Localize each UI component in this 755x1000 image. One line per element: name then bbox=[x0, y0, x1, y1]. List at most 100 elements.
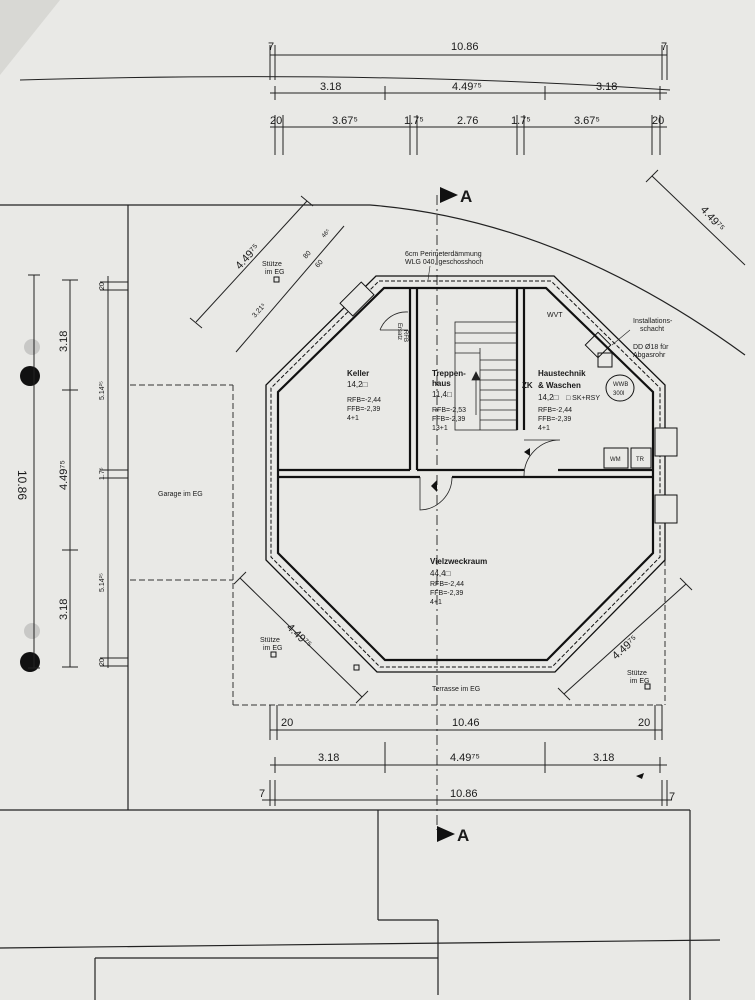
section-label-top: A bbox=[460, 187, 472, 206]
dim-top-seg-3: 3.18 bbox=[596, 81, 617, 93]
paper-fold bbox=[0, 0, 60, 75]
room-keller-area: 14,2□ bbox=[347, 380, 368, 389]
room-haustechnik-rfb: RFB=-2,44 bbox=[538, 407, 572, 414]
insulation-note-1: 6cm Perimeterdämmung bbox=[405, 251, 482, 258]
dim-bottom-left-end: 7 bbox=[259, 788, 265, 800]
dim-diag-top-right-value: 4.49⁷⁵ bbox=[698, 204, 727, 234]
column-top-label-2: im EG bbox=[265, 269, 284, 276]
room-treppenhaus-name-1: Treppen- bbox=[432, 369, 466, 378]
plot-outline bbox=[0, 205, 721, 1000]
dim-top-inner-3: 1.7⁵ bbox=[404, 115, 424, 127]
tank-label-2: 300l bbox=[613, 391, 624, 397]
room-treppenhaus-note: 13+1 bbox=[432, 425, 448, 432]
ersatz-label-2: RFB bbox=[402, 330, 408, 342]
dim-left-inner-2: 5.14²⁵ bbox=[99, 381, 106, 400]
dim-top-overall-value: 10.86 bbox=[451, 41, 479, 53]
column-br-label-1: Stütze bbox=[627, 670, 647, 677]
install-dd-label-1: DD Ø18 für bbox=[633, 344, 669, 351]
garage-outline bbox=[130, 384, 666, 706]
column-bottom-marker bbox=[353, 664, 360, 671]
room-vielzweck-note: 4+1 bbox=[430, 599, 442, 606]
dim-left-overall bbox=[28, 274, 40, 669]
column-top-marker bbox=[273, 276, 280, 283]
dim-diag-top-left bbox=[189, 195, 345, 353]
wm-label: WM bbox=[610, 457, 621, 463]
dim-diag-bottom-left-value: 4.49⁷⁵ bbox=[284, 622, 314, 651]
dim-diag-top-left-value: 4.49⁷⁵ bbox=[233, 242, 262, 272]
room-haustechnik-extra: □ SK+RSY bbox=[566, 395, 600, 402]
dim-left-inner-5: 20 bbox=[99, 658, 106, 666]
dim-left-seg-2: 4.49⁷⁵ bbox=[58, 460, 70, 490]
room-vielzweck: Vielzweckraum 44,4□ RFB=-2,44 FFB=-2,39 … bbox=[430, 557, 487, 606]
column-br-marker bbox=[644, 683, 651, 690]
dim-left-inner-4: 5.14²⁵ bbox=[99, 573, 106, 592]
dim-left-inner-3: 1.7⁵ bbox=[99, 467, 106, 480]
interior-walls bbox=[278, 288, 653, 479]
dim-top-inner bbox=[270, 115, 667, 155]
plot-boundary bbox=[0, 204, 746, 356]
room-keller-rfb: RFB=-2,44 bbox=[347, 397, 381, 404]
dim-left-inner-1: 20 bbox=[99, 282, 106, 290]
install-shaft bbox=[584, 331, 613, 368]
washing-machine-icon bbox=[603, 447, 629, 469]
dim-left-inner bbox=[100, 276, 128, 668]
dim-bottom-inner-left: 20 bbox=[281, 717, 293, 729]
room-keller-note: 4+1 bbox=[347, 415, 359, 422]
dim-diag-small-c: 60 bbox=[314, 259, 324, 270]
dim-top-segments bbox=[270, 86, 667, 100]
room-treppenhaus-name-2: haus bbox=[432, 379, 451, 388]
door-arrow-1 bbox=[431, 480, 437, 492]
room-haustechnik-area: 14,2□ bbox=[538, 393, 559, 402]
dim-left-seg-3: 3.18 bbox=[58, 599, 70, 620]
dim-top-inner-6: 3.67⁵ bbox=[574, 115, 600, 127]
dim-diag-small-a: 80 bbox=[302, 250, 312, 261]
dim-bottom-segments bbox=[270, 742, 667, 773]
dim-left-seg-1: 3.18 bbox=[58, 331, 70, 352]
dim-bottom-overall bbox=[262, 780, 672, 806]
dim-bottom-seg-2: 4.49⁷⁵ bbox=[450, 752, 480, 764]
dim-bottom-inner bbox=[269, 705, 663, 740]
wvt-label: WVT bbox=[547, 312, 563, 319]
building-walls bbox=[265, 275, 666, 673]
room-keller: Keller 14,2□ RFB=-2,44 FFB=-2,39 4+1 bbox=[347, 369, 381, 422]
dim-bottom-right-end: 7 bbox=[669, 791, 675, 803]
room-vielzweck-name: Vielzweckraum bbox=[430, 557, 487, 566]
water-tank-icon bbox=[605, 374, 635, 402]
dim-top-seg-1: 3.18 bbox=[320, 81, 341, 93]
room-haustechnik-note: 4+1 bbox=[538, 425, 550, 432]
dim-left-segments bbox=[62, 279, 78, 668]
dim-left-overall-value: 10.86 bbox=[15, 470, 29, 500]
dim-diag-small-b: 46⁵ bbox=[320, 227, 332, 239]
column-bl-label-1: Stütze bbox=[260, 637, 280, 644]
dim-bottom-seg-1: 3.18 bbox=[318, 752, 339, 764]
install-shaft-label-1: Installations- bbox=[633, 318, 673, 325]
doors bbox=[379, 311, 561, 511]
terrace-label: Terrasse im EG bbox=[432, 686, 480, 693]
dim-top-seg-2: 4.49⁷⁵ bbox=[452, 81, 482, 93]
garage-label: Garage im EG bbox=[158, 491, 203, 498]
room-treppenhaus-rfb: RFB=-2,53 bbox=[432, 407, 466, 414]
column-top-label-1: Stütze bbox=[262, 261, 282, 268]
staircase bbox=[454, 321, 518, 431]
dim-diag-top-right bbox=[645, 169, 746, 266]
room-haustechnik: ZK Haustechnik & Waschen 14,2□ □ SK+RSY … bbox=[522, 369, 600, 432]
column-bl-label-2: im EG bbox=[263, 645, 282, 652]
tank-label-1: WWB bbox=[613, 382, 628, 388]
dim-top-inner-5: 1.7⁵ bbox=[511, 115, 531, 127]
dim-diag-bottom-left bbox=[233, 571, 369, 704]
dim-top-inner-2: 3.67⁵ bbox=[332, 115, 358, 127]
mark-arrow bbox=[636, 773, 644, 779]
dryer-icon bbox=[630, 447, 652, 469]
dim-top-overall bbox=[269, 45, 668, 80]
install-dd-label-2: Abgasrohr bbox=[633, 352, 666, 359]
dim-bottom-inner-total: 10.46 bbox=[452, 717, 480, 729]
dim-bottom-inner-right: 20 bbox=[638, 717, 650, 729]
column-br-label-2: im EG bbox=[630, 678, 649, 685]
room-treppenhaus-ffb: FFB=-2,39 bbox=[432, 416, 465, 423]
ersatz-label-1: Ersatz bbox=[396, 323, 402, 340]
column-bl-marker bbox=[270, 651, 277, 658]
install-shaft-label-2: schacht bbox=[640, 326, 664, 333]
room-keller-name: Keller bbox=[347, 369, 369, 378]
dim-top-inner-7: 20 bbox=[652, 115, 664, 127]
